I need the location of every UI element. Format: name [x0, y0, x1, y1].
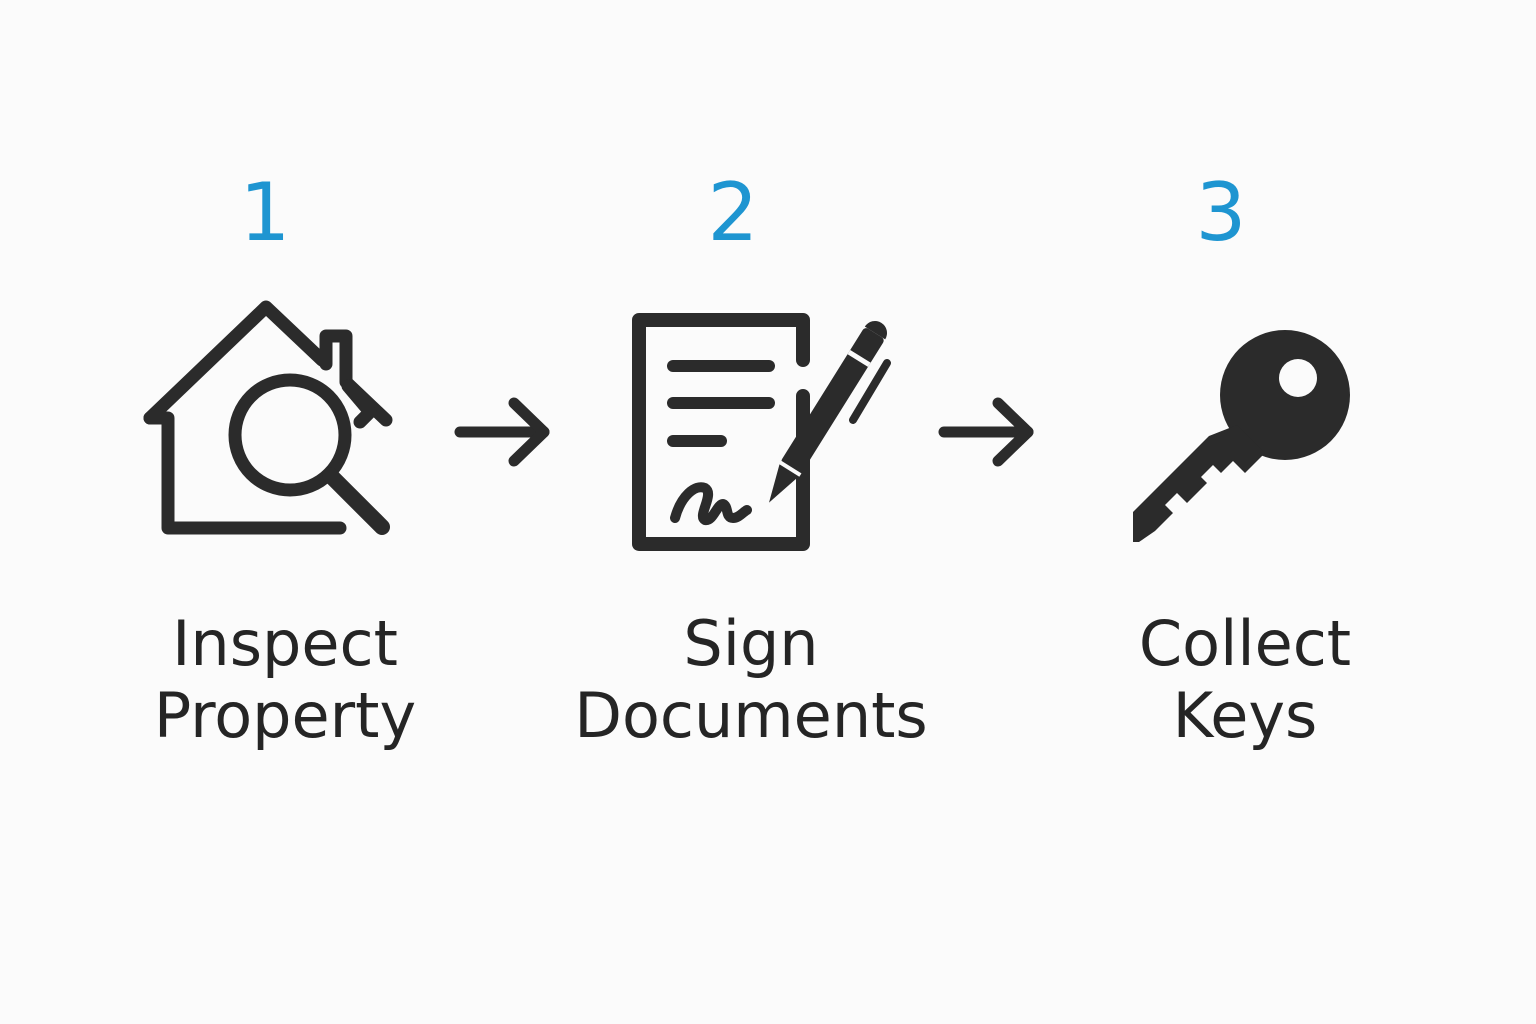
step-2-label: Sign Documents: [551, 608, 951, 752]
step-2-label-line1: Sign: [683, 607, 819, 680]
step-3-number: 3: [1195, 166, 1247, 259]
step-2-number: 2: [707, 166, 759, 259]
step-1-label-line2: Property: [153, 679, 417, 752]
step-3-label: Collect Keys: [1045, 608, 1445, 752]
house-search-icon: [143, 300, 393, 535]
key-icon: [1133, 330, 1350, 542]
step-2-label-line2: Documents: [574, 679, 928, 752]
step-3-label-line2: Keys: [1172, 679, 1318, 752]
step-1-label: Inspect Property: [85, 608, 485, 752]
step-1-number: 1: [239, 166, 291, 259]
step-3-label-line1: Collect: [1138, 607, 1352, 680]
arrow-right-icon: [938, 397, 1034, 467]
arrow-right-icon: [454, 397, 550, 467]
document-sign-icon: [632, 313, 891, 551]
step-1-label-line1: Inspect: [172, 607, 398, 680]
